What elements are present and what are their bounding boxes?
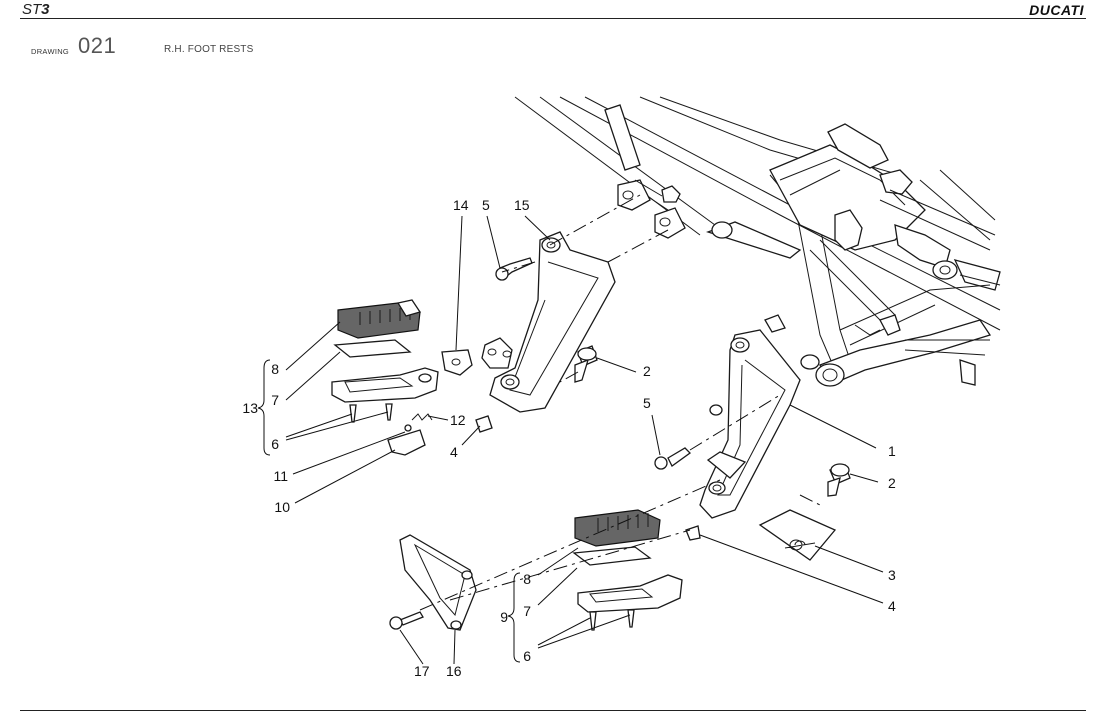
callout-7-upper: 7 <box>271 392 279 408</box>
callout-17: 17 <box>414 663 430 679</box>
callout-1: 1 <box>888 443 896 459</box>
assembly-axes <box>419 194 821 611</box>
footpeg-body-upper <box>331 367 439 403</box>
callout-4-lower: 4 <box>888 598 896 614</box>
pivot-pin-upper <box>574 345 598 383</box>
model-name: ST3 <box>22 1 50 18</box>
heel-guard <box>399 534 477 631</box>
callout-5-lower: 5 <box>643 395 651 411</box>
callout-2-lower: 2 <box>888 475 896 491</box>
brace-9 <box>507 572 521 663</box>
drawing-number: 021 <box>78 33 117 58</box>
callout-16: 16 <box>446 663 462 679</box>
detent-spring <box>411 413 433 421</box>
callout-4-upper: 4 <box>450 444 458 460</box>
bolt-lower <box>654 447 691 470</box>
footpeg-bracket-lower <box>699 329 801 519</box>
callout-2-upper: 2 <box>643 363 651 379</box>
pivot-pin-lower <box>827 463 851 497</box>
leader-lines <box>285 215 884 665</box>
callout-8-upper: 8 <box>271 361 279 377</box>
header-divider <box>20 18 1086 19</box>
callout-8-lower: 8 <box>523 571 531 587</box>
callout-11: 11 <box>273 468 288 484</box>
callout-15: 15 <box>514 197 530 213</box>
footpeg-body-lower <box>577 574 683 613</box>
callout-13: 13 <box>242 400 258 416</box>
screws-upper <box>349 403 393 423</box>
model-suffix: 3 <box>41 1 50 18</box>
frame-tubes <box>514 96 1001 387</box>
drawing-label: DRAWING <box>31 47 70 56</box>
callout-9: 9 <box>500 609 508 625</box>
brace-13 <box>257 359 271 456</box>
bolt-upper <box>495 257 533 281</box>
callout-12: 12 <box>450 412 466 428</box>
circlip-upper <box>475 415 493 433</box>
plate-upper <box>441 349 473 376</box>
footpeg-bracket-upper <box>481 231 616 413</box>
model-prefix: ST <box>22 1 42 18</box>
drawing-title: R.H. FOOT RESTS <box>164 44 254 55</box>
circlip-lower <box>685 525 701 541</box>
brand-logo: DUCATI <box>1029 2 1084 18</box>
heel-guard-screw <box>389 611 424 630</box>
callout-6-lower: 6 <box>523 648 531 664</box>
footpeg-rubber-upper <box>337 299 422 339</box>
callout-14: 14 <box>453 197 469 213</box>
plate-lower <box>387 429 426 456</box>
callout-10: 10 <box>274 499 290 515</box>
footpeg-rubber-lower <box>574 509 661 547</box>
ball-detent <box>404 424 412 432</box>
callout-5-upper: 5 <box>482 197 490 213</box>
footpeg-plate-lower <box>572 546 652 566</box>
callout-6-upper: 6 <box>271 436 279 452</box>
return-spring <box>758 509 837 561</box>
callout-7-lower: 7 <box>523 603 531 619</box>
footer-divider <box>20 710 1086 711</box>
callout-3: 3 <box>888 567 896 583</box>
footpeg-plate-upper <box>333 339 412 358</box>
screws-lower <box>589 609 635 631</box>
